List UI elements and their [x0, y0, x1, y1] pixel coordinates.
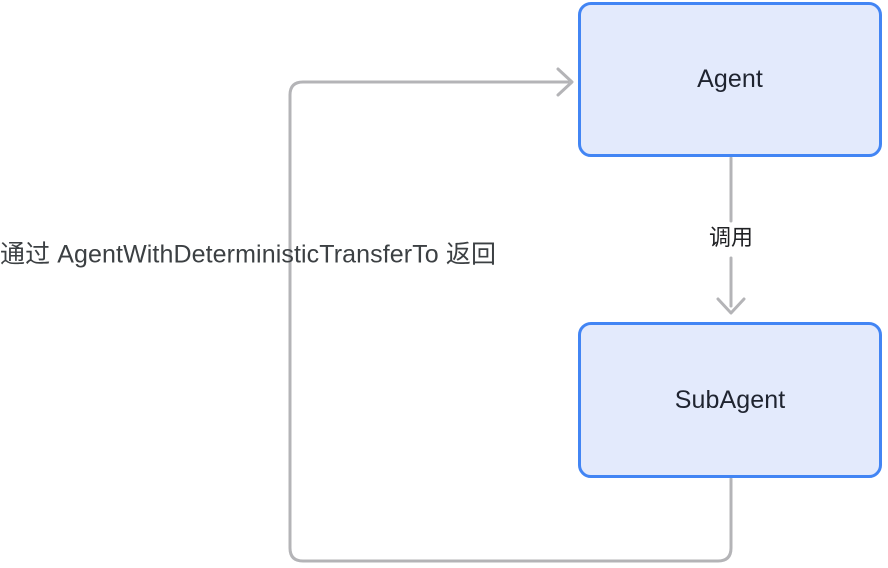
node-subagent[interactable]: SubAgent	[578, 322, 882, 478]
node-subagent-label: SubAgent	[674, 385, 786, 414]
edge-label-return: 通过 AgentWithDeterministicTransferTo 返回	[0, 240, 497, 269]
edge-label-invoke: 调用	[702, 224, 760, 252]
node-agent-label: Agent	[697, 65, 763, 93]
node-agent[interactable]: Agent	[578, 2, 882, 157]
arrowhead-down-icon	[716, 297, 746, 315]
arrowhead-right-icon	[556, 67, 574, 97]
